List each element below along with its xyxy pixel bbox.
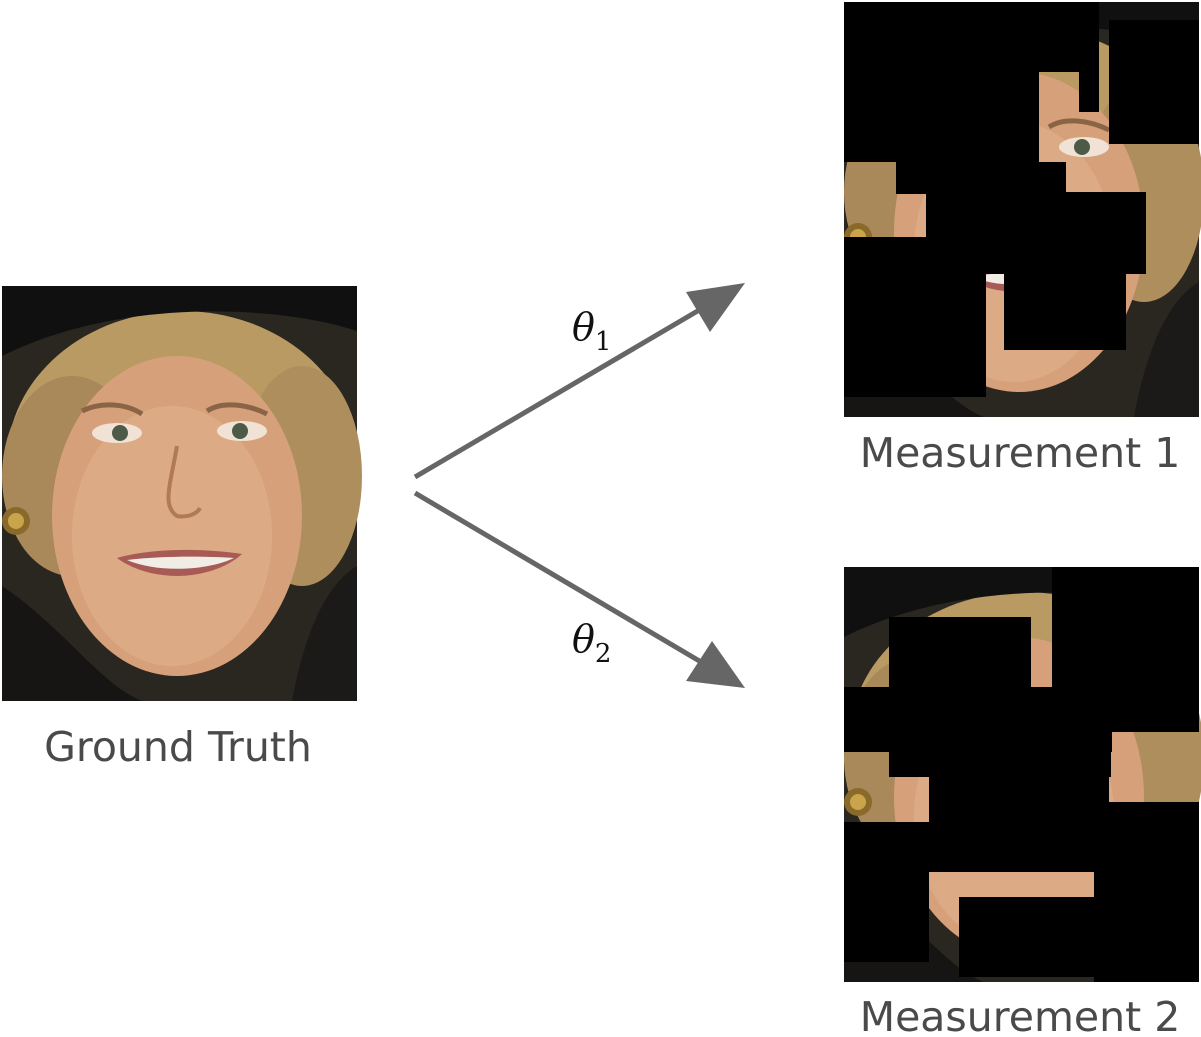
measurement-1-image (844, 2, 1201, 417)
theta-1-subscript: 1 (595, 327, 612, 357)
measurement-2-caption: Measurement 2 (860, 993, 1181, 1037)
theta-1-label: θ1 (572, 305, 611, 357)
theta-2-label: θ2 (572, 617, 611, 669)
theta-1-symbol: θ (572, 305, 595, 349)
ground-truth-image (2, 286, 362, 701)
arrow-theta-1 (413, 283, 745, 480)
ground-truth-caption: Ground Truth (44, 723, 312, 771)
measurement-2-mask (844, 567, 1199, 982)
arrow-theta-2 (413, 490, 745, 688)
theta-2-symbol: θ (572, 617, 595, 661)
measurement-2-image (844, 567, 1201, 982)
theta-2-subscript: 2 (595, 639, 612, 669)
measurement-1-caption: Measurement 1 (860, 429, 1181, 477)
measurement-1-mask (844, 2, 1199, 397)
